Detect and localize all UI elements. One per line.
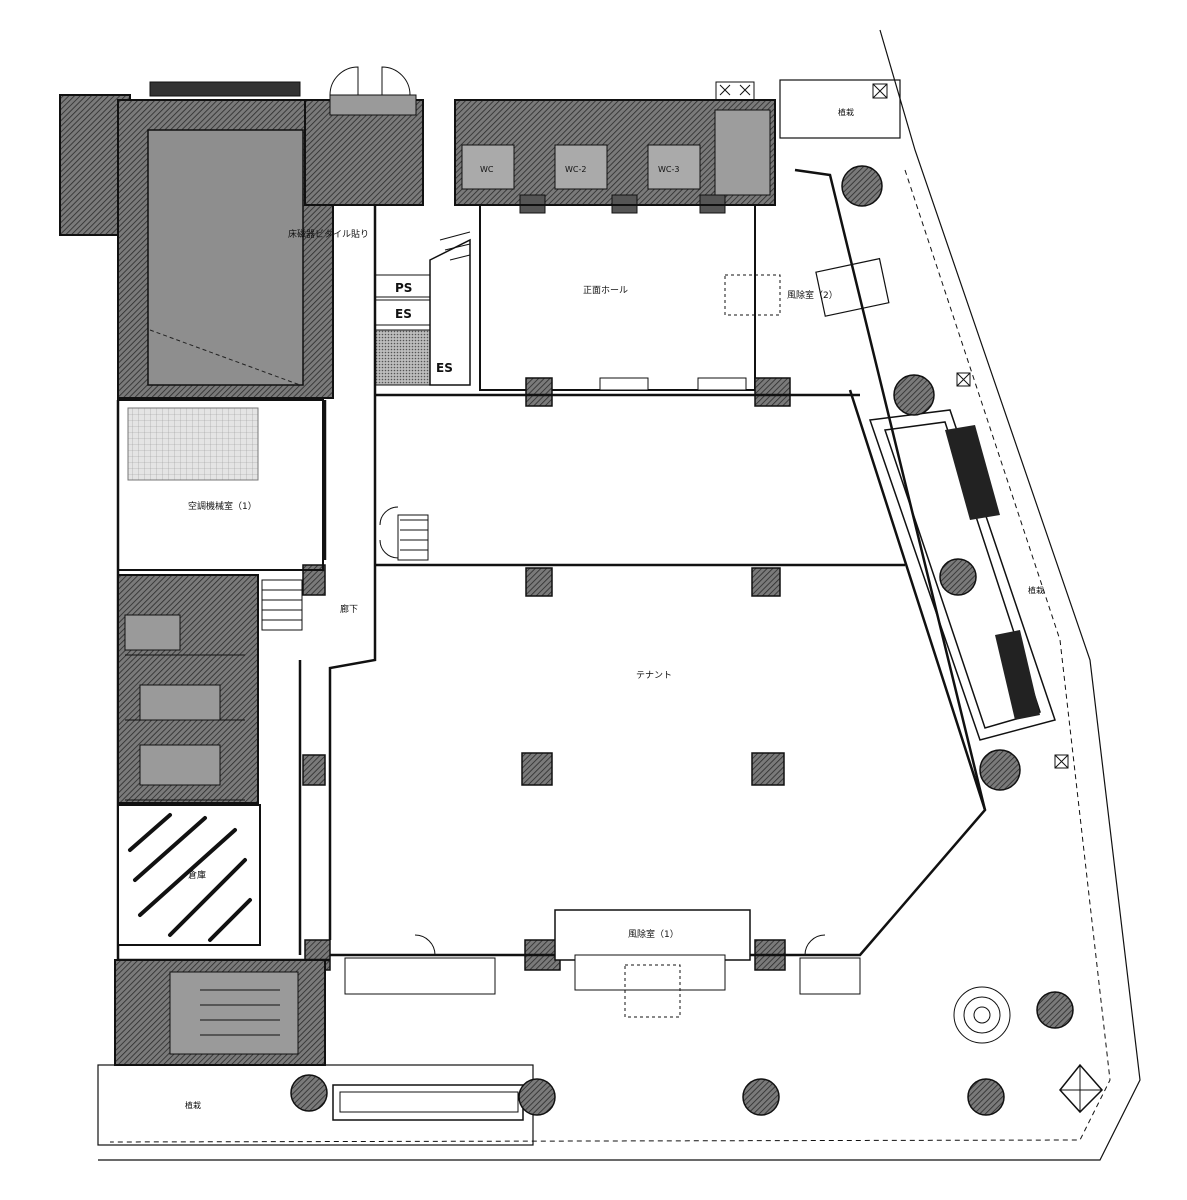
site-setback-dashed — [109, 169, 1111, 1143]
label-atrium-hall: 正面ホール — [583, 285, 628, 296]
label-mech-room-1: 空調機械室（1） — [188, 500, 257, 512]
fountain — [953, 986, 1011, 1044]
label-garden-bottom: 植栽 — [185, 1100, 201, 1110]
site-boundary — [98, 29, 1141, 1161]
label-storage: 倉庫 — [188, 869, 206, 881]
roof-bar — [149, 81, 301, 97]
label-wc2: WC-2 — [565, 165, 586, 174]
label-entrance-2: 風除室（2） — [787, 289, 838, 301]
label-planting-top: 植栽 — [838, 107, 854, 117]
label-tenant: テナント — [636, 670, 672, 681]
mech-room-1 — [117, 399, 324, 571]
planting-box-top — [779, 79, 901, 139]
trees — [290, 165, 1074, 1116]
label-es-upper: ES — [395, 307, 412, 321]
label-garden-right: 植栽 — [1028, 585, 1044, 595]
label-wc1: WC — [480, 165, 494, 174]
shaft-inner — [147, 129, 304, 386]
atrium-outline — [479, 204, 756, 391]
label-ps: PS — [395, 281, 412, 295]
label-corridor: 廊下 — [340, 603, 358, 615]
label-wc3: WC-3 — [658, 165, 679, 174]
label-entrance-1: 風除室（1） — [628, 928, 679, 940]
label-tile-note: 床磁器ビタイル貼り — [288, 228, 369, 240]
stair-block-top — [304, 99, 424, 206]
label-es-lower: ES — [436, 361, 453, 375]
